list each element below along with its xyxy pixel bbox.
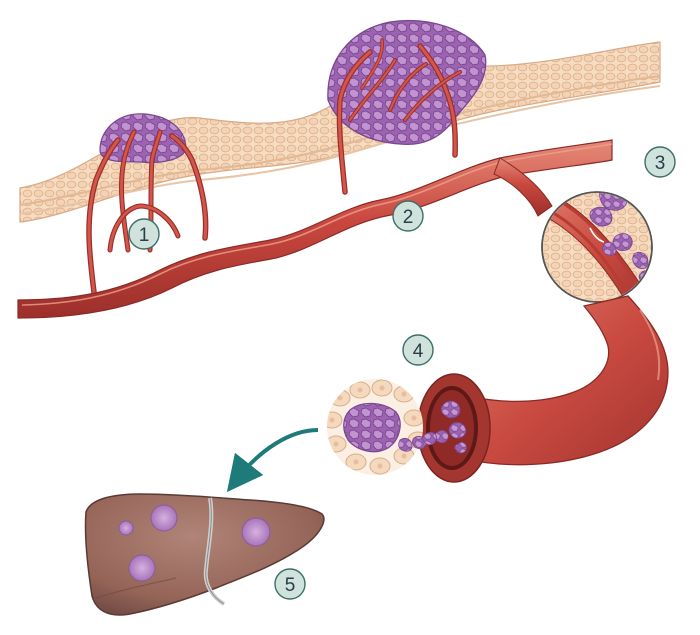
step-badge-4-label: 4 xyxy=(413,341,424,362)
step-badge-1-label: 1 xyxy=(139,225,150,246)
step-badge-4: 4 xyxy=(402,334,434,366)
step-badge-2-label: 2 xyxy=(403,207,414,228)
capillaries-tumor-2 xyxy=(336,38,462,195)
liver xyxy=(84,493,325,616)
spread-arrow xyxy=(226,428,319,493)
metastatic-cell-cluster xyxy=(327,379,437,475)
step-badge-5: 5 xyxy=(274,568,306,600)
main-blood-vessel xyxy=(17,139,613,319)
step-badge-2: 2 xyxy=(392,200,424,232)
step-badge-3: 3 xyxy=(644,146,676,178)
step-badge-3-label: 3 xyxy=(655,153,666,174)
zoom-circle-intravasation xyxy=(541,191,653,303)
step-badge-5-label: 5 xyxy=(285,575,296,596)
descending-vessel xyxy=(417,295,669,483)
step-badge-1: 1 xyxy=(128,218,160,250)
